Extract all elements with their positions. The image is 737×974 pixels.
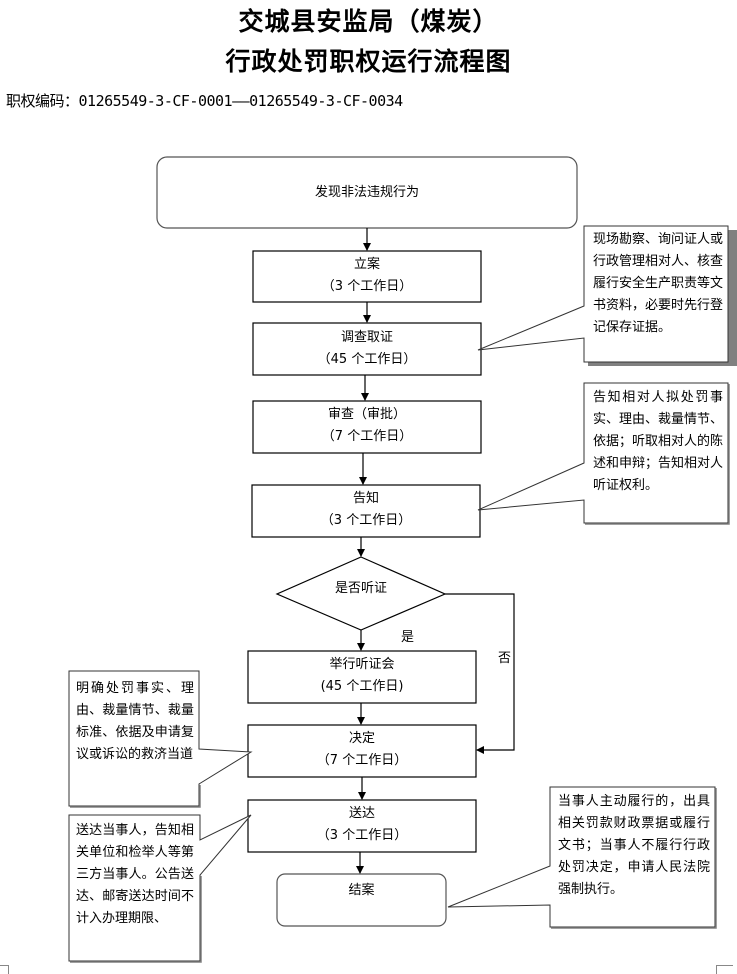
decide-callout-shape	[68, 670, 253, 807]
register-label: 立案	[353, 257, 380, 272]
decision-node: 是否听证	[277, 578, 445, 600]
notify-node-shape	[251, 484, 481, 538]
deliver-duration: （3 个工作日）	[316, 828, 408, 843]
close-callout-shadow	[551, 788, 717, 929]
decide-callout-shadow	[70, 785, 201, 808]
hearing-duration: (45 个工作日)	[320, 679, 404, 694]
investigate-callout-shape	[477, 225, 729, 363]
review-node: 审查（审批） （7 个工作日）	[253, 404, 481, 448]
review-label: 审查（审批）	[327, 407, 406, 422]
authority-code: 职权编码：01265549-3-CF-0001——01265549-3-CF-0…	[6, 90, 403, 111]
close-label: 结案	[348, 883, 375, 898]
register-node-shape	[252, 250, 482, 303]
arrow-decision-no-to-decide	[445, 593, 515, 754]
page-corner-mark-left	[0, 965, 9, 974]
register-duration: （3 个工作日）	[321, 279, 413, 294]
investigate-duration: （45 个工作日）	[317, 352, 417, 367]
investigate-label: 调查取证	[340, 330, 393, 345]
page-corner-mark-right	[716, 965, 733, 974]
notify-duration: （3 个工作日）	[320, 513, 412, 528]
investigate-node: 调查取证 （45 个工作日）	[253, 327, 481, 371]
decision-label: 是否听证	[334, 581, 387, 596]
decide-callout: 明确处罚事实、理由、裁量情节、裁量标准、依据及申请复议或诉讼的救济当道	[76, 681, 194, 762]
decide-duration: （7 个工作日）	[316, 753, 408, 768]
decide-label: 决定	[348, 731, 375, 746]
close-callout-shape	[447, 786, 716, 928]
code-label: 职权编码：	[6, 92, 79, 110]
deliver-node: 送达 （3 个工作日）	[248, 803, 476, 847]
decision-yes-label: 是	[401, 630, 415, 645]
deliver-node-shape	[247, 799, 477, 853]
decision-no-label: 否	[498, 651, 512, 666]
deliver-callout-shadow	[70, 876, 202, 963]
title-line-2: 行政处罚职权运行流程图	[225, 47, 512, 76]
hearing-label: 举行听证会	[329, 657, 395, 672]
close-node: 结案	[277, 880, 446, 902]
start-label: 发现非法违规行为	[314, 185, 419, 200]
notify-label: 告知	[352, 491, 379, 506]
investigate-callout: 现场勘察、询问证人或行政管理相对人、核查履行安全生产职责等文书资料，必要时先行登…	[593, 232, 724, 335]
review-duration: （7 个工作日）	[321, 429, 413, 444]
deliver-callout: 送达当事人，告知相关单位和检举人等第三方当事人。公告送达、邮寄送达时间不计入办理…	[76, 823, 194, 926]
close-node-shape	[276, 873, 447, 927]
close-callout: 当事人主动履行的，出具相关罚款财政票据或履行文书；当事人不履行行政处罚决定，申请…	[558, 794, 710, 897]
notify-callout: 告知相对人拟处罚事实、理由、裁量情节、依据；听取相对人的陈述和申辩；告知相对人听…	[593, 390, 724, 493]
code-range: 01265549-3-CF-0001——01265549-3-CF-0034	[78, 92, 404, 110]
notify-callout-shape	[477, 382, 729, 524]
title-line-1: 交城县安监局（煤炭）	[238, 7, 499, 36]
hearing-node-shape	[247, 650, 477, 704]
deliver-label: 送达	[348, 806, 375, 821]
decide-node: 决定 （7 个工作日）	[248, 728, 476, 772]
review-node-shape	[252, 400, 482, 454]
deliver-callout-shape	[68, 814, 252, 962]
decide-node-shape	[247, 724, 477, 778]
notify-node: 告知 （3 个工作日）	[252, 488, 480, 532]
hearing-node: 举行听证会 (45 个工作日)	[248, 654, 476, 698]
start-node: 发现非法违规行为	[157, 182, 577, 204]
notify-callout-shadow	[585, 384, 730, 525]
register-node: 立案 （3 个工作日）	[253, 254, 481, 298]
